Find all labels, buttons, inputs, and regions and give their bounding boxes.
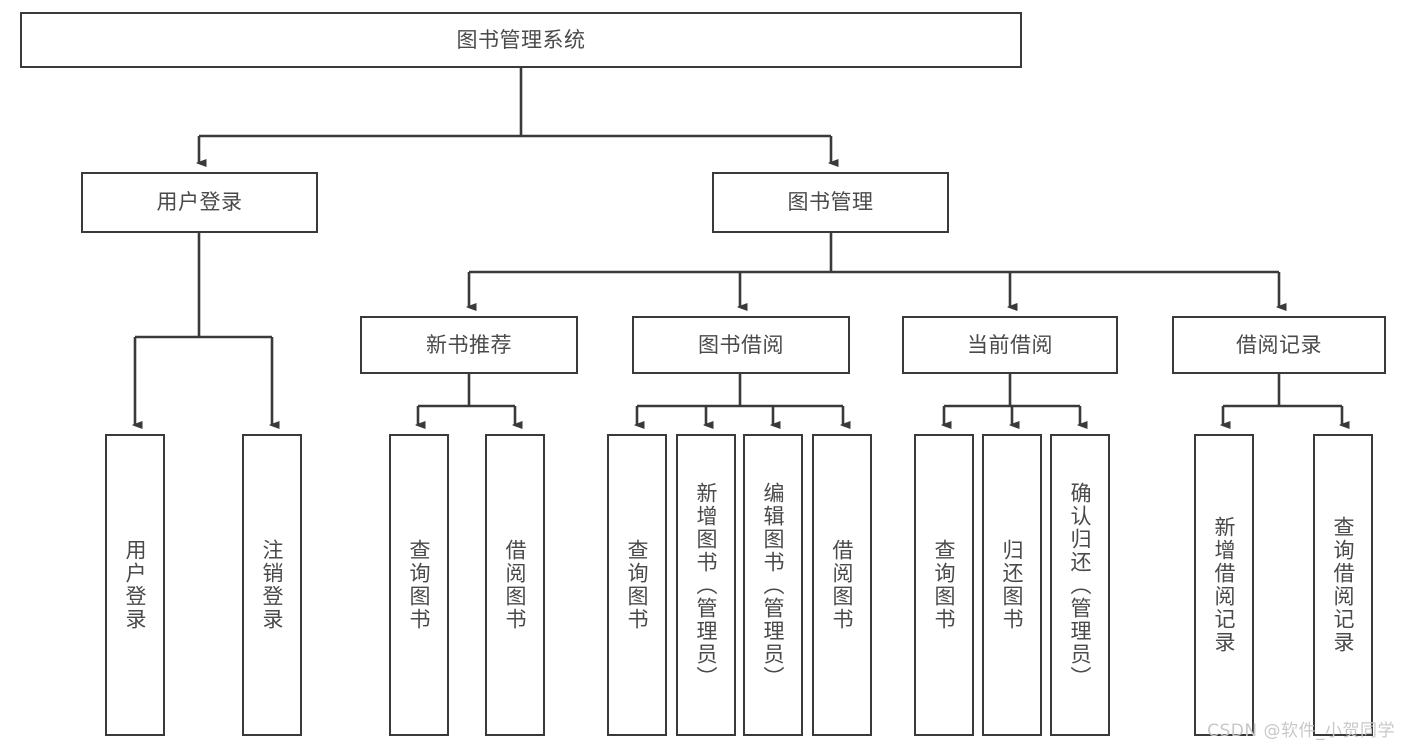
leaf-user-login[interactable]: 用户登录 (105, 434, 165, 736)
node-label: 借阅记录 (1236, 332, 1322, 357)
watermark-text: CSDN @软件_小贺同学 (1207, 721, 1395, 741)
node-label: 查询图书 (407, 539, 432, 631)
leaf-br-add-record[interactable]: 新增借阅记录 (1194, 434, 1254, 736)
node-label: 图书管理系统 (456, 27, 586, 52)
node-book-borrow[interactable]: 图书借阅 (632, 316, 850, 374)
node-label: 用户登录 (156, 190, 243, 215)
node-label: 当前借阅 (967, 332, 1053, 357)
node-label: 编辑图书（管理员） (761, 481, 786, 689)
node-label: 归还图书 (1000, 539, 1025, 631)
node-label: 图书管理 (787, 190, 874, 215)
node-current-borrow[interactable]: 当前借阅 (902, 316, 1118, 374)
node-root-system[interactable]: 图书管理系统 (20, 12, 1022, 68)
node-borrow-record[interactable]: 借阅记录 (1172, 316, 1386, 374)
node-label: 查询借阅记录 (1331, 516, 1356, 654)
node-user-login[interactable]: 用户登录 (81, 172, 318, 233)
leaf-bb-query-book[interactable]: 查询图书 (607, 434, 667, 736)
node-book-management[interactable]: 图书管理 (712, 172, 949, 233)
leaf-cb-return-book[interactable]: 归还图书 (982, 434, 1042, 736)
node-label: 图书借阅 (698, 332, 784, 357)
node-label: 新增借阅记录 (1212, 516, 1237, 654)
node-label: 用户登录 (123, 539, 148, 631)
node-label: 新书推荐 (426, 332, 512, 357)
node-label: 新增图书（管理员） (694, 481, 719, 689)
leaf-nb-query-book[interactable]: 查询图书 (389, 434, 449, 736)
leaf-bb-add-book-admin[interactable]: 新增图书（管理员） (676, 434, 736, 736)
leaf-cb-confirm-return-admin[interactable]: 确认归还（管理员） (1050, 434, 1110, 736)
leaf-nb-borrow-book[interactable]: 借阅图书 (485, 434, 545, 736)
node-label: 查询图书 (625, 539, 650, 631)
leaf-bb-borrow-book[interactable]: 借阅图书 (812, 434, 872, 736)
leaf-cb-query-book[interactable]: 查询图书 (914, 434, 974, 736)
node-label: 借阅图书 (503, 539, 528, 631)
node-label: 借阅图书 (830, 539, 855, 631)
node-new-book-recommend[interactable]: 新书推荐 (360, 316, 578, 374)
node-label: 确认归还（管理员） (1068, 481, 1093, 689)
leaf-br-query-record[interactable]: 查询借阅记录 (1313, 434, 1373, 736)
node-label: 查询图书 (932, 539, 957, 631)
leaf-bb-edit-book-admin[interactable]: 编辑图书（管理员） (743, 434, 803, 736)
leaf-logout[interactable]: 注销登录 (242, 434, 302, 736)
node-label: 注销登录 (260, 539, 285, 631)
